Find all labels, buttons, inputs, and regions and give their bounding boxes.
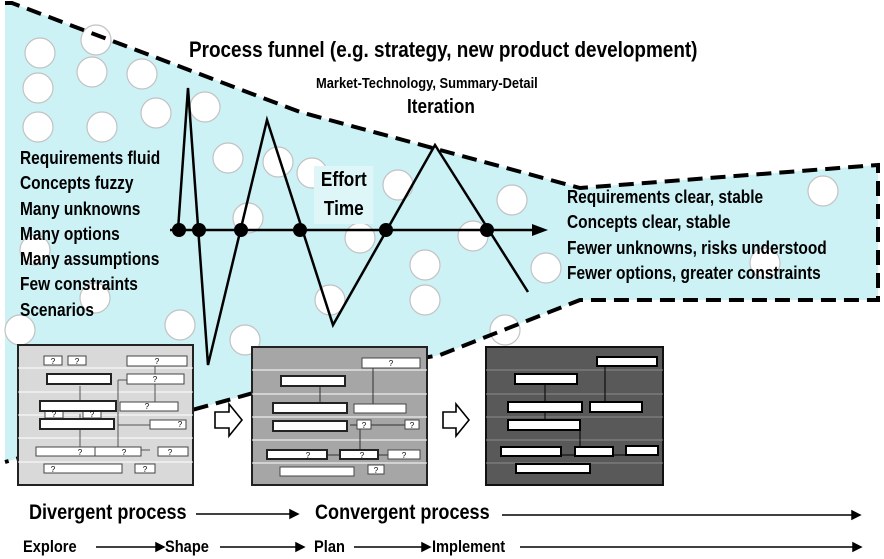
condition-item: Fewer options, greater constraints	[567, 262, 821, 283]
unknown-marker: ?	[90, 410, 95, 419]
unknown-markers: ? ? ? ? ? ? ?	[306, 359, 415, 475]
iteration-point	[480, 223, 494, 237]
diagram-subtitle: Market-Technology, Summary-Detail	[316, 75, 538, 92]
time-axis-arrowhead	[532, 224, 548, 236]
unknown-marker: ?	[168, 448, 173, 457]
left-conditions-list: Requirements fluid Concepts fuzzy Many u…	[20, 146, 160, 323]
iteration-point	[192, 223, 206, 237]
unknown-marker: ?	[389, 359, 394, 368]
process-arrows	[96, 508, 863, 553]
iteration-point	[234, 223, 248, 237]
iteration-point	[172, 223, 186, 237]
convergent-process-label: Convergent process	[315, 501, 490, 524]
iteration-point	[293, 223, 307, 237]
condition-item: Concepts clear, stable	[567, 212, 731, 233]
unknown-marker: ?	[155, 357, 160, 366]
condition-item: Few constraints	[20, 274, 138, 295]
diagram-title: Process funnel (e.g. strategy, new produ…	[189, 37, 698, 62]
iteration-zigzag	[176, 87, 530, 366]
phase-plan: Plan	[314, 537, 345, 556]
condition-item: Concepts fuzzy	[20, 173, 134, 194]
unknown-marker: ?	[78, 448, 83, 457]
phase-shape: Shape	[165, 537, 209, 556]
time-label: Time	[323, 198, 364, 220]
diagram-panel-shape: ? ? ? ? ? ? ?	[251, 346, 428, 486]
effort-time-label: Effort Time	[314, 166, 374, 224]
condition-item: Requirements fluid	[20, 148, 161, 168]
iteration-label: Iteration	[407, 96, 475, 118]
unknown-marker: ?	[410, 421, 415, 430]
condition-item: Scenarios	[20, 299, 95, 320]
iteration-points	[172, 223, 494, 237]
unknown-marker: ?	[52, 410, 57, 419]
condition-item: Many unknowns	[20, 198, 141, 219]
unknown-marker: ?	[75, 357, 80, 366]
phase-explore: Explore	[23, 537, 77, 556]
unknown-marker: ?	[178, 420, 183, 429]
unknown-marker: ?	[143, 465, 148, 474]
divergent-process-label: Divergent process	[29, 501, 187, 524]
iteration-point	[379, 223, 393, 237]
unknown-marker: ?	[122, 448, 127, 457]
condition-item: Many assumptions	[20, 249, 160, 270]
unknown-markers: ? ? ? ? ? ? ? ? ? ? ? ? ?	[51, 357, 183, 474]
right-conditions-list: Requirements clear, stable Concepts clea…	[567, 185, 827, 286]
condition-item: Requirements clear, stable	[567, 187, 764, 207]
phase-implement: Implement	[432, 537, 506, 556]
unknown-marker: ?	[360, 451, 365, 460]
effort-label: Effort	[320, 169, 367, 191]
condition-item: Many options	[20, 223, 120, 244]
block-arrow-icon	[442, 401, 471, 439]
funnel-shape	[5, 3, 878, 462]
condition-item: Fewer unknowns, risks understood	[567, 237, 827, 258]
diagram-panel-explore: ? ? ? ? ? ? ? ? ? ? ? ? ?	[17, 344, 194, 486]
unknown-marker: ?	[51, 465, 56, 474]
block-arrow-icon	[214, 401, 244, 439]
unknown-marker: ?	[306, 451, 311, 460]
unknown-marker: ?	[51, 357, 56, 366]
diagram-panel-plan	[485, 346, 664, 486]
unknown-marker: ?	[153, 375, 158, 384]
unknown-marker: ?	[374, 466, 379, 475]
unknown-marker: ?	[402, 451, 407, 460]
funnel-outline	[4, 0, 880, 464]
unknown-marker: ?	[362, 421, 367, 430]
unknown-marker: ?	[145, 402, 150, 411]
